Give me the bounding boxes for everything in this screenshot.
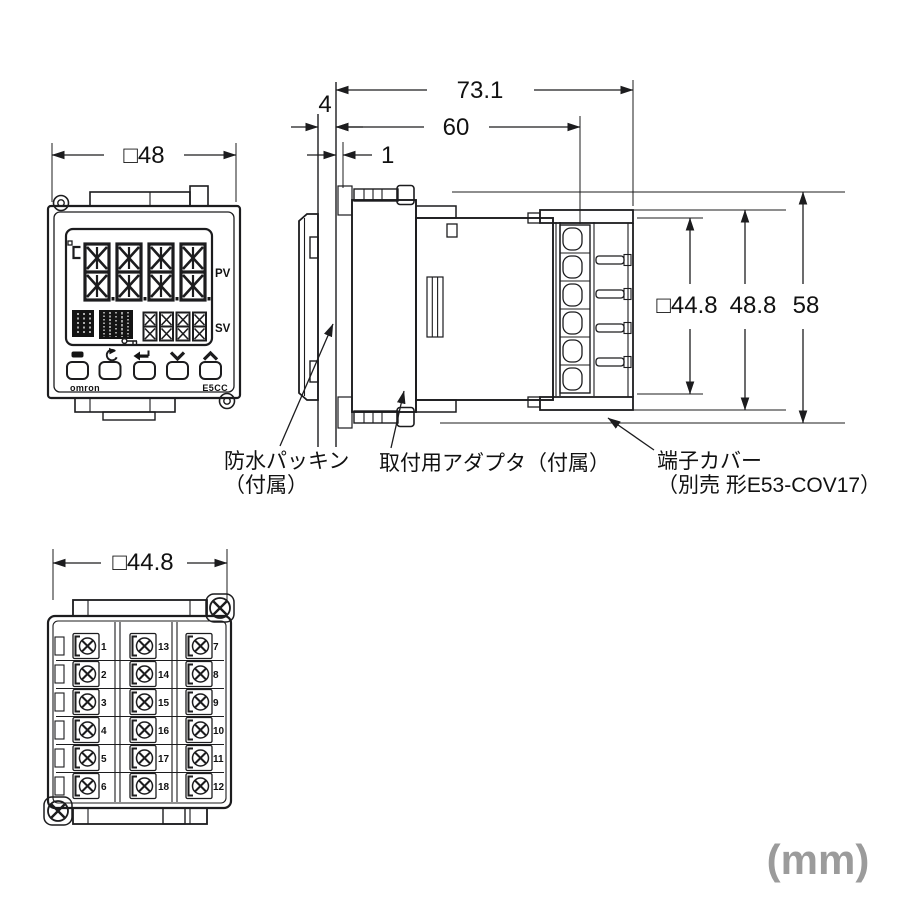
terminal-number: 1 — [101, 642, 107, 653]
rear-terminal-grid — [54, 622, 224, 802]
packing-callout-line2: （付属） — [224, 474, 308, 497]
terminal-number: 4 — [101, 726, 107, 737]
cover-height-label: 48.8 — [730, 292, 777, 319]
dim-cover-height: 48.8 — [633, 209, 786, 411]
terminal-number: 14 — [158, 670, 170, 681]
front-width-label: □48 — [123, 142, 164, 169]
case-depth-label: 60 — [443, 114, 470, 141]
key-lock-icon — [121, 337, 138, 345]
dim-case-height: □44.8 — [637, 217, 718, 395]
overall-depth-label: 73.1 — [457, 77, 504, 104]
terminal-number: 10 — [213, 726, 225, 737]
terminal-number: 9 — [213, 698, 219, 709]
terminal-number: 2 — [101, 670, 107, 681]
front-buttons — [66, 347, 222, 380]
terminal-cover — [527, 209, 634, 411]
panel-thickness-label: 4 — [318, 91, 331, 118]
terminal-number: 15 — [158, 698, 170, 709]
front-view: □48 — [46, 142, 242, 421]
dim-panel-thickness: 4 — [291, 91, 363, 132]
terminal-number: 16 — [158, 726, 170, 737]
mode-key-icon — [105, 347, 118, 362]
front-housing — [46, 185, 242, 421]
model-label: E5CC — [202, 383, 228, 393]
dim-overall-depth: 73.1 — [335, 77, 634, 206]
down-key-icon — [169, 351, 186, 362]
rear-width-dimension: □44.8 — [52, 549, 228, 600]
shift-key-icon — [133, 350, 150, 361]
overall-height-label: 58 — [793, 292, 820, 319]
rear-width-label: □44.8 — [112, 549, 173, 576]
front-width-dimension: □48 — [51, 142, 237, 202]
shift-button — [133, 361, 156, 380]
terminal-number: 7 — [213, 642, 219, 653]
temp-unit-indicator — [67, 240, 81, 260]
dim-front-gap: 1 — [307, 142, 394, 188]
rear-terminals: 1 2 3 4 5 6 13 14 15 16 17 18 7 8 9 10 1… — [72, 632, 225, 800]
terminal-number: 8 — [213, 670, 219, 681]
brand-logo: omron — [70, 383, 100, 393]
down-button — [166, 361, 189, 380]
side-bezel — [298, 213, 319, 401]
front-gap-label: 1 — [381, 142, 394, 169]
side-view: 73.1 60 4 1 — [224, 77, 881, 497]
side-body — [415, 205, 554, 413]
case-height-label: □44.8 — [656, 292, 717, 319]
sv-label: SV — [215, 323, 231, 335]
level-key-icon — [71, 351, 84, 358]
terminal-number: 17 — [158, 754, 170, 765]
terminal-number: 12 — [213, 782, 225, 793]
rear-housing — [43, 593, 235, 826]
up-key-icon — [202, 350, 219, 361]
packing-callout-line1: 防水パッキン — [224, 450, 349, 473]
status-indicator-block-2 — [99, 310, 133, 339]
status-indicator-block-1 — [72, 310, 94, 337]
terminal-number: 11 — [213, 754, 224, 765]
pv-label: PV — [215, 268, 231, 280]
terminal-strip — [555, 222, 595, 396]
unit-note: (mm) — [767, 836, 870, 883]
adapter-callout: 取付用アダプタ（付属） — [379, 452, 610, 475]
terminal-number: 18 — [158, 782, 170, 793]
dim-case-depth: 60 — [335, 114, 581, 224]
terminal-number: 13 — [158, 642, 170, 653]
cover-callout-line1: 端子カバー — [657, 450, 762, 473]
mode-button — [98, 361, 122, 380]
dim-overall-height: 58 — [440, 191, 845, 424]
rear-view: □44.8 — [43, 549, 235, 826]
terminal-number: 3 — [101, 698, 107, 709]
terminal-number: 6 — [101, 782, 107, 793]
front-display: PV — [64, 227, 231, 347]
level-button — [66, 361, 89, 380]
terminal-number: 5 — [101, 754, 107, 765]
callouts: 防水パッキン （付属） 取付用アダプタ（付属） 端子カバー （別売 形E53-C… — [224, 323, 881, 497]
up-button — [199, 361, 222, 380]
cover-callout-line2: （別売 形E53-COV17） — [657, 474, 881, 497]
